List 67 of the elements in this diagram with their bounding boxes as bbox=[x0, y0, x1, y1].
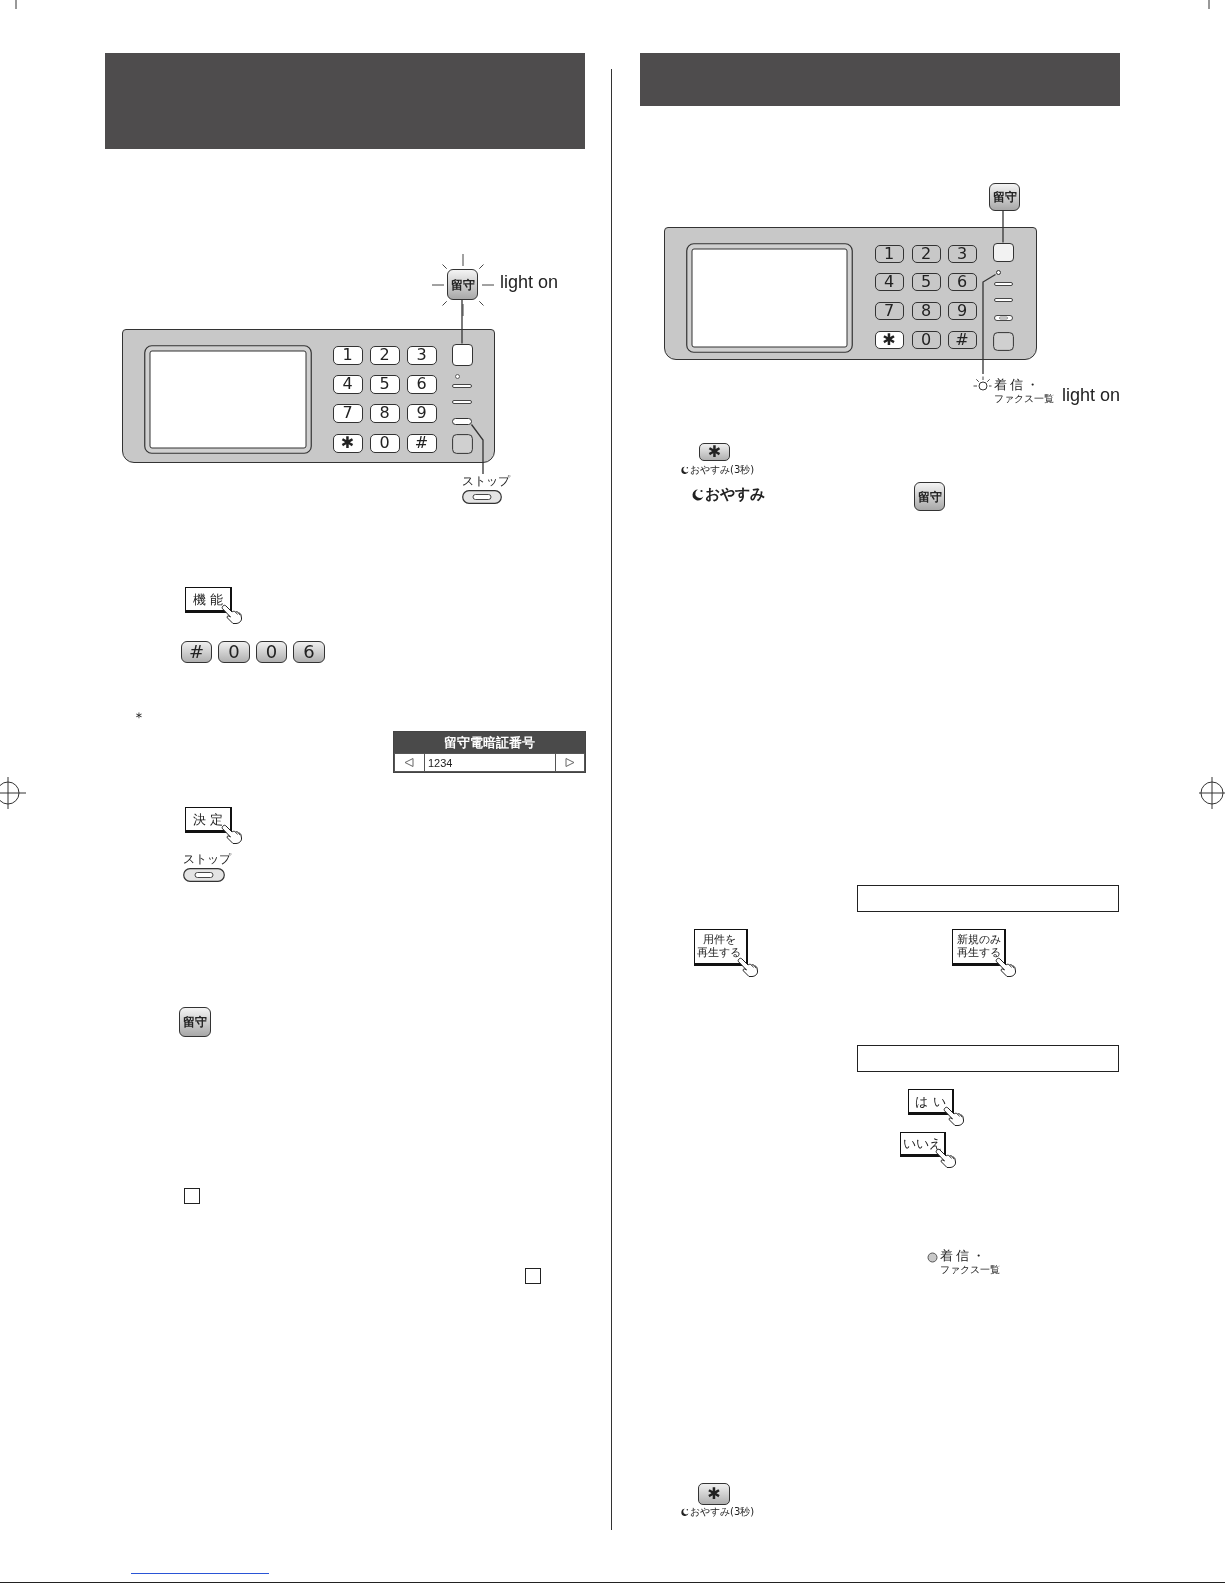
key-button: 留守 bbox=[914, 482, 945, 511]
message-frame bbox=[857, 1045, 1119, 1072]
keypad-key: 3 bbox=[947, 244, 977, 263]
message-frame bbox=[857, 885, 1119, 912]
keypad-key: ✱ bbox=[874, 330, 904, 349]
keypad-key: 5 bbox=[911, 272, 941, 291]
annotation-text: light on bbox=[1062, 385, 1121, 406]
keypad-key: 8 bbox=[369, 403, 400, 423]
keypad-key: 4 bbox=[874, 272, 904, 291]
keypad-key: 6 bbox=[406, 374, 437, 394]
keypad-key: 3 bbox=[406, 345, 437, 365]
empty-square bbox=[525, 1268, 541, 1284]
keypad-key: 1 bbox=[874, 244, 904, 263]
key-caption: おやすみ(3秒) bbox=[690, 464, 755, 476]
leader-line bbox=[982, 273, 997, 375]
input-field: 1234 bbox=[425, 753, 555, 772]
keypad-key: 2 bbox=[369, 345, 400, 365]
mode-label: おやすみ bbox=[705, 485, 765, 504]
key-button: 6 bbox=[293, 641, 325, 663]
lamp-dot bbox=[995, 269, 1001, 275]
note-mark: ＊ bbox=[132, 709, 146, 727]
touch-key: 新規のみ再生する bbox=[952, 929, 1006, 966]
leader-line bbox=[461, 299, 463, 345]
keypad-key: 7 bbox=[874, 301, 904, 320]
keypad-key: # bbox=[947, 330, 977, 349]
keypad-key: 1 bbox=[332, 345, 363, 365]
touch-key: 用件を再生する bbox=[694, 929, 748, 966]
key-button: ✱ bbox=[698, 1483, 730, 1505]
touch-key: はい bbox=[908, 1089, 954, 1115]
key-button: 0 bbox=[256, 641, 287, 663]
key-button: 留守 bbox=[447, 269, 478, 300]
key-button: 留守 bbox=[179, 1007, 211, 1037]
screen-title-bar: 留守電暗証番号 bbox=[394, 732, 585, 753]
control-panel bbox=[122, 329, 495, 463]
keypad-key: 6 bbox=[947, 272, 977, 291]
keypad-key: 9 bbox=[406, 403, 437, 423]
touch-key: 機能 bbox=[185, 587, 232, 613]
oval-key bbox=[451, 417, 472, 425]
keypad-key: 0 bbox=[369, 433, 400, 453]
annotation-text: light on bbox=[500, 272, 559, 293]
keypad-key: 7 bbox=[332, 403, 363, 423]
empty-square bbox=[184, 1188, 200, 1204]
key-button: 0 bbox=[218, 641, 250, 663]
keypad-key: 2 bbox=[911, 244, 941, 263]
keypad-key: 4 bbox=[332, 374, 363, 394]
touch-key: 決定 bbox=[185, 807, 232, 833]
leader-line bbox=[1002, 210, 1004, 244]
key-caption: おやすみ(3秒) bbox=[690, 1506, 755, 1518]
leader-line bbox=[470, 423, 484, 475]
keypad-key: 9 bbox=[947, 301, 977, 320]
lamp-label: 着信・ファクス一覧 bbox=[994, 378, 1055, 406]
key-button: 留守 bbox=[989, 183, 1020, 211]
key-label: ストップ bbox=[462, 474, 510, 488]
keypad-key: 5 bbox=[369, 374, 400, 394]
control-panel bbox=[664, 227, 1037, 360]
lamp-label: 着信・ファクス一覧 bbox=[940, 1249, 1001, 1277]
key-button: # bbox=[181, 641, 212, 663]
touch-key: いいえ bbox=[900, 1132, 946, 1157]
keypad-key: 8 bbox=[911, 301, 941, 320]
key-button: ✱ bbox=[699, 443, 730, 461]
blank-key bbox=[992, 242, 1014, 262]
blank-key bbox=[451, 343, 473, 366]
keypad-key: ✱ bbox=[332, 433, 363, 453]
keypad-key: 0 bbox=[911, 330, 941, 349]
key-label: ストップ bbox=[183, 852, 231, 866]
lcd-screen bbox=[393, 731, 586, 773]
keypad-key: # bbox=[406, 433, 437, 453]
